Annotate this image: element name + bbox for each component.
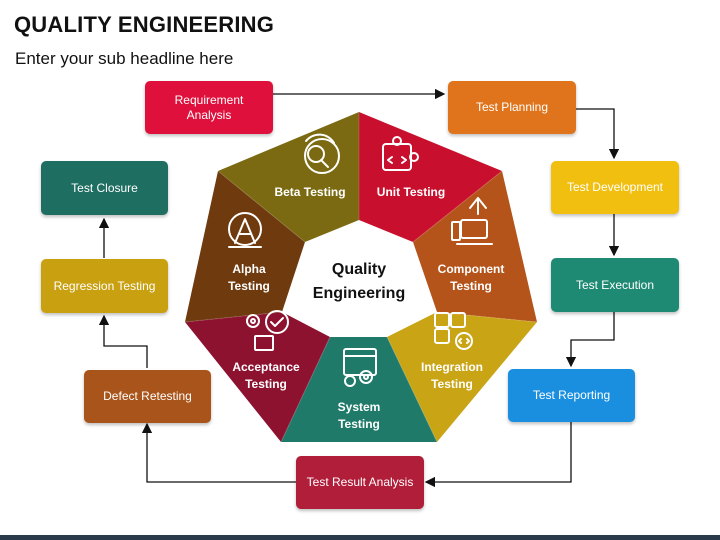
segment-label-alpha-1: Alpha [232,262,266,276]
segment-acceptance-testing [185,312,330,442]
browser-gear-icon [343,348,377,387]
segment-label-component-1: Component [438,262,505,276]
process-defect-retesting: Defect Retesting [84,370,211,423]
process-test-planning: Test Planning [448,81,576,134]
segment-label-integration-1: Integration [421,360,483,374]
arrow-execution-to-reporting [565,312,615,368]
segment-label-component-2: Testing [450,279,492,293]
process-regression-testing: Regression Testing [41,259,168,313]
arrow-reporting-to-result-analysis [424,422,572,488]
process-test-reporting: Test Reporting [508,369,635,422]
process-requirement-analysis: Requirement Analysis [145,81,273,134]
segment-beta-testing [218,112,359,242]
arrow-result-analysis-to-defect [141,422,296,483]
segment-integration-testing [387,312,537,442]
bottom-bar [0,535,720,540]
segment-label-alpha-2: Testing [228,279,270,293]
segment-label-acceptance-2: Testing [245,377,287,391]
search-refresh-icon [304,133,340,174]
center-label-line1: Quality [332,261,386,278]
segment-label-acceptance-1: Acceptance [232,360,300,374]
process-test-execution: Test Execution [551,258,679,312]
arrow-planning-to-development [576,108,620,160]
arrow-defect-to-regression [98,314,148,368]
process-test-development: Test Development [551,161,679,214]
segment-label-system-1: System [338,400,381,414]
flow-arrows [98,88,620,488]
page-subtitle: Enter your sub headline here [15,49,234,68]
segment-label-system-2: Testing [338,417,380,431]
center-label-line2: Engineering [313,285,405,302]
process-test-result-analysis: Test Result Analysis [296,456,424,509]
puzzle-code-icon [382,136,419,171]
devices-upload-icon [451,197,493,245]
segment-label-integration-2: Testing [431,377,473,391]
segment-label-beta: Beta Testing [274,185,345,199]
alpha-letter-icon [228,212,262,248]
gear-check-icon [246,310,289,351]
puzzle-code-icon [434,312,473,350]
segment-label-unit: Unit Testing [377,185,445,199]
segment-component-testing [413,171,537,322]
process-test-closure: Test Closure [41,161,168,215]
page-title: QUALITY ENGINEERING [14,12,275,37]
segment-system-testing [281,337,437,442]
